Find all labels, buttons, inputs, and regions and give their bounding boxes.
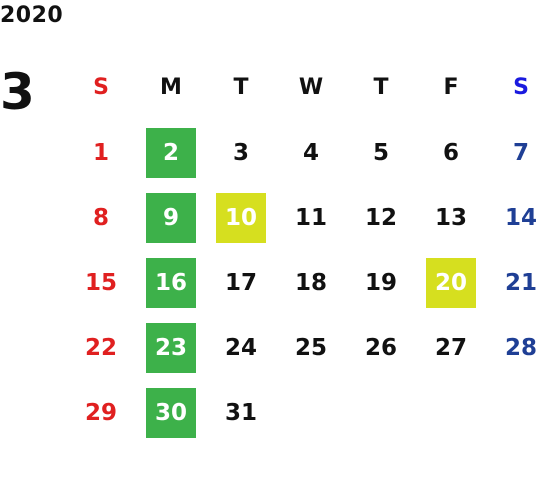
weekday-header-friday: F (443, 75, 459, 100)
day-cell[interactable]: 13 (416, 185, 486, 250)
day-cell[interactable]: 3 (206, 120, 276, 185)
weekday-header-wednesday: W (298, 75, 324, 100)
day-number: 31 (224, 399, 257, 426)
day-number: 20 (426, 257, 476, 308)
day-number: 9 (146, 192, 196, 243)
day-number: 28 (504, 334, 537, 361)
day-cell-highlighted-green[interactable]: 2 (136, 120, 206, 185)
day-cell[interactable]: 12 (346, 185, 416, 250)
weekday-header-saturday: S (513, 75, 529, 100)
day-cell[interactable]: 25 (276, 315, 346, 380)
day-number: 25 (294, 334, 327, 361)
day-cell[interactable]: 31 (206, 380, 276, 445)
day-number: 23 (146, 322, 196, 373)
day-cell[interactable]: 19 (346, 250, 416, 315)
day-number: 8 (92, 204, 109, 231)
day-cell-highlighted-green[interactable]: 30 (136, 380, 206, 445)
day-cell-highlighted-green[interactable]: 9 (136, 185, 206, 250)
day-cell[interactable]: 14 (486, 185, 548, 250)
day-cell[interactable]: 29 (66, 380, 136, 445)
day-cell[interactable]: 18 (276, 250, 346, 315)
day-number: 27 (434, 334, 467, 361)
day-number: 29 (84, 399, 117, 426)
day-number: 11 (294, 204, 327, 231)
day-number: 3 (232, 139, 249, 166)
day-cell[interactable]: 22 (66, 315, 136, 380)
day-number: 21 (504, 269, 537, 296)
weekday-header-tuesday: T (233, 75, 249, 100)
day-cell-highlighted-green[interactable]: 23 (136, 315, 206, 380)
day-number: 18 (294, 269, 327, 296)
day-number: 22 (84, 334, 117, 361)
weekday-header-monday: M (160, 75, 182, 100)
day-cell[interactable]: 21 (486, 250, 548, 315)
day-number: 16 (146, 257, 196, 308)
weekday-header-sunday: S (93, 75, 109, 100)
day-number: 10 (216, 192, 266, 243)
day-number: 2 (146, 127, 196, 178)
day-cell[interactable]: 26 (346, 315, 416, 380)
day-cell[interactable]: 1 (66, 120, 136, 185)
day-cell[interactable]: 28 (486, 315, 548, 380)
day-number: 19 (364, 269, 397, 296)
day-number: 7 (512, 139, 529, 166)
day-cell[interactable]: 8 (66, 185, 136, 250)
day-cell-highlighted-yellow[interactable]: 20 (416, 250, 486, 315)
day-cell[interactable]: 11 (276, 185, 346, 250)
day-number: 14 (504, 204, 537, 231)
day-cell[interactable]: 4 (276, 120, 346, 185)
day-number: 24 (224, 334, 257, 361)
weekday-header-thursday: T (373, 75, 389, 100)
day-cell[interactable]: 5 (346, 120, 416, 185)
day-number: 4 (302, 139, 319, 166)
day-cell[interactable]: 15 (66, 250, 136, 315)
day-cell-highlighted-green[interactable]: 16 (136, 250, 206, 315)
day-number: 5 (372, 139, 389, 166)
month-number: 3 (0, 63, 35, 121)
day-number: 17 (224, 269, 257, 296)
day-cell[interactable]: 7 (486, 120, 548, 185)
day-number: 6 (442, 139, 459, 166)
day-number: 30 (146, 387, 196, 438)
day-number: 26 (364, 334, 397, 361)
day-cell[interactable]: 24 (206, 315, 276, 380)
day-number: 15 (84, 269, 117, 296)
day-cell[interactable]: 17 (206, 250, 276, 315)
day-cell[interactable]: 27 (416, 315, 486, 380)
day-number: 13 (434, 204, 467, 231)
day-number: 1 (92, 139, 109, 166)
day-cell[interactable]: 6 (416, 120, 486, 185)
year-label: 2020 (0, 3, 64, 28)
day-number: 12 (364, 204, 397, 231)
day-cell-highlighted-yellow[interactable]: 10 (206, 185, 276, 250)
